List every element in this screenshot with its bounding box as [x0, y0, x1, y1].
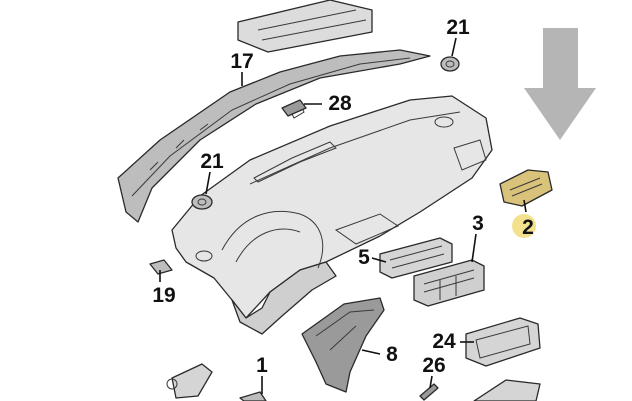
direction-arrow-icon — [524, 28, 596, 140]
callout-8: 8 — [386, 343, 398, 366]
part-24-tray — [465, 317, 541, 367]
callout-28: 28 — [328, 92, 352, 115]
callout-2: 2 — [522, 216, 534, 239]
callout-19: 19 — [152, 284, 175, 307]
part-8-duct — [301, 297, 385, 393]
part-17-defroster-trim — [117, 49, 431, 223]
part-5-vent-frame — [379, 237, 453, 279]
callout-26: 26 — [422, 354, 445, 377]
bottom-right-cover — [473, 379, 541, 401]
callout-3: 3 — [472, 212, 484, 235]
dashboard-panel — [171, 95, 493, 335]
part-21-grommet-left — [191, 194, 213, 210]
callout-5: 5 — [358, 246, 370, 269]
highlight-marker-2 — [512, 214, 536, 238]
part-26-rod — [419, 383, 439, 401]
part-1-bracket — [166, 363, 267, 401]
callout-21-top: 21 — [446, 16, 470, 39]
callout-24: 24 — [432, 330, 456, 353]
upper-trim-strip — [237, 0, 373, 53]
part-19-clip — [149, 259, 173, 275]
part-2-air-vent-highlighted — [499, 169, 553, 207]
callout-17: 17 — [230, 50, 253, 73]
leader-lines — [159, 37, 527, 394]
callout-1: 1 — [256, 354, 268, 377]
part-28-clip — [281, 99, 307, 117]
callout-21-left: 21 — [200, 150, 224, 173]
part-21-grommet-upper — [440, 56, 460, 72]
